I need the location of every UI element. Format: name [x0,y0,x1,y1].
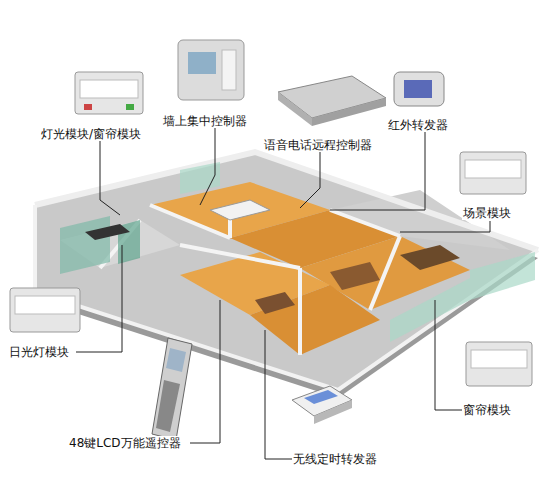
leader-line [200,128,215,205]
module-device [466,342,532,386]
module-device [460,152,526,194]
remote-control [152,338,192,440]
device-side [312,98,386,126]
callout-label: 语音电话远程控制器 [263,138,373,152]
remote-control [152,338,192,440]
inner-wall [298,268,302,355]
callout-label: 场景模块 [462,206,512,220]
bed [330,262,380,290]
callout-label: 48键LCD万能遥控器 [68,436,182,450]
module-device [10,288,80,332]
timer-repeater [292,386,352,424]
house-floor [35,152,538,390]
terminal [84,104,92,110]
callout-label: 红外转发器 [387,118,449,132]
piano [85,224,130,240]
leader-line [76,245,122,352]
phone-controller [278,76,386,126]
leader-line [190,300,220,443]
glass-panel [60,216,110,274]
callout-label: 无线定时转发器 [292,452,378,466]
glass-panel [390,278,470,342]
outer-wall [35,205,538,390]
device-panel [471,350,527,368]
lcd-screen [188,52,216,74]
keypad [222,50,236,90]
leader-line [265,330,292,459]
keypad [156,380,180,432]
inner-wall [180,245,300,268]
device-panel [465,160,521,178]
leader-line [400,221,490,232]
module-device [460,152,526,194]
module-device [75,72,143,114]
callout-label: 灯光模块/窗帘模块 [40,127,142,141]
leader-line [100,141,120,215]
wall-controller [178,40,244,100]
callout-label: 窗帘模块 [462,403,512,417]
house [35,152,538,398]
room-floor [250,285,380,355]
table [255,292,295,314]
lcd-screen [166,348,186,372]
ir-repeater [394,72,444,106]
module-device [10,288,80,332]
device-side [314,400,352,424]
ir-window [404,80,432,98]
ir-repeater [394,72,444,106]
device-panel [80,80,138,98]
leader-line [300,152,320,208]
terminal [126,104,134,110]
sofa [210,200,270,220]
glass-panel [470,252,535,300]
module-device [466,342,532,386]
leader-lines [76,128,490,459]
callout-label: 墙上集中控制器 [162,114,248,128]
leader-line [435,300,462,410]
device-side [278,92,312,126]
bed [400,245,460,270]
module-device [75,72,143,114]
room-floor [330,190,510,250]
device-panel [15,296,75,314]
wall-controller [178,40,244,100]
inner-wall [330,210,400,236]
outer-wall [35,152,538,250]
lcd-screen [304,390,338,404]
callout-label: 日光灯模块 [8,345,70,359]
